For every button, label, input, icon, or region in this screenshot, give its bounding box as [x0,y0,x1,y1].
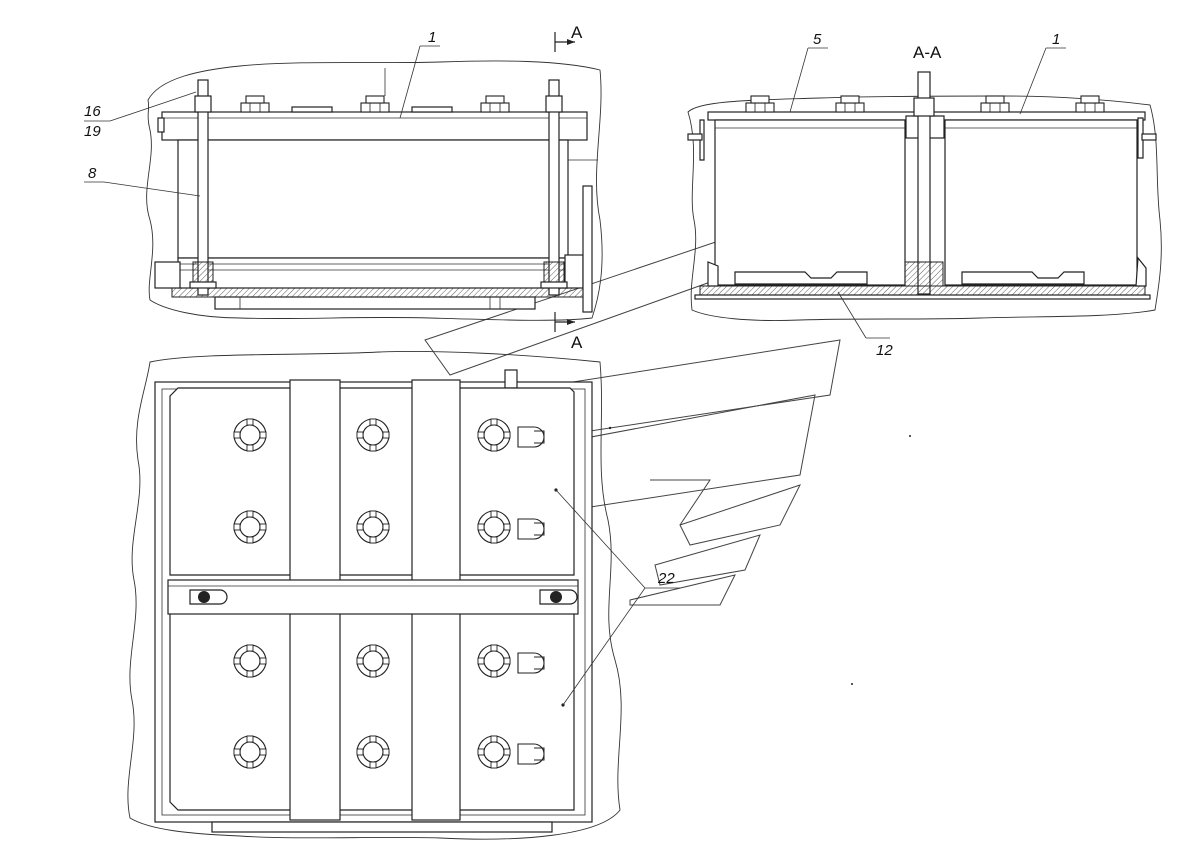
terminal-nut-icon [480,95,510,113]
vent-cap-icon [356,735,390,769]
callout-12: 12 [876,342,893,359]
vent-cap-icon [233,510,267,544]
callout-1-right: 1 [1052,31,1060,48]
vent-cap-icon [233,735,267,769]
terminal-icon [517,743,545,765]
callout-22: 22 [657,570,675,587]
section-mark-top: A [571,23,583,42]
terminal-nut-icon [745,95,775,113]
vent-cap-icon [477,510,511,544]
terminal-nut-icon [360,95,390,113]
callout-5: 5 [813,31,822,48]
section-view-a-a [687,71,1162,321]
terminal-icon [517,652,545,674]
terminal-icon [517,426,545,448]
callout-16: 16 [84,103,101,120]
section-title: A-A [913,43,942,62]
wing-nut-icon [198,591,210,603]
vent-cap-icon [356,510,390,544]
vent-cap-icon [477,644,511,678]
terminal-nut-icon [240,95,270,113]
vent-cap-icon [356,418,390,452]
vent-cap-icon [233,418,267,452]
vent-cap-icon [356,644,390,678]
vent-cap-icon [477,735,511,769]
terminal-icon [517,518,545,540]
callout-8: 8 [88,165,97,182]
bolt-icon [913,97,935,117]
bolt-icon [545,95,563,113]
vent-cap-icon [233,644,267,678]
callout-1-left: 1 [428,29,436,46]
terminal-nut-icon [835,95,865,113]
terminal-nut-icon [980,95,1010,113]
bolt-icon [194,95,212,113]
callout-19: 19 [84,123,101,140]
vent-cap-icon [477,418,511,452]
plan-view [127,351,911,840]
front-view [146,32,603,332]
section-mark-bottom: A [571,333,583,352]
wing-nut-icon [550,591,562,603]
